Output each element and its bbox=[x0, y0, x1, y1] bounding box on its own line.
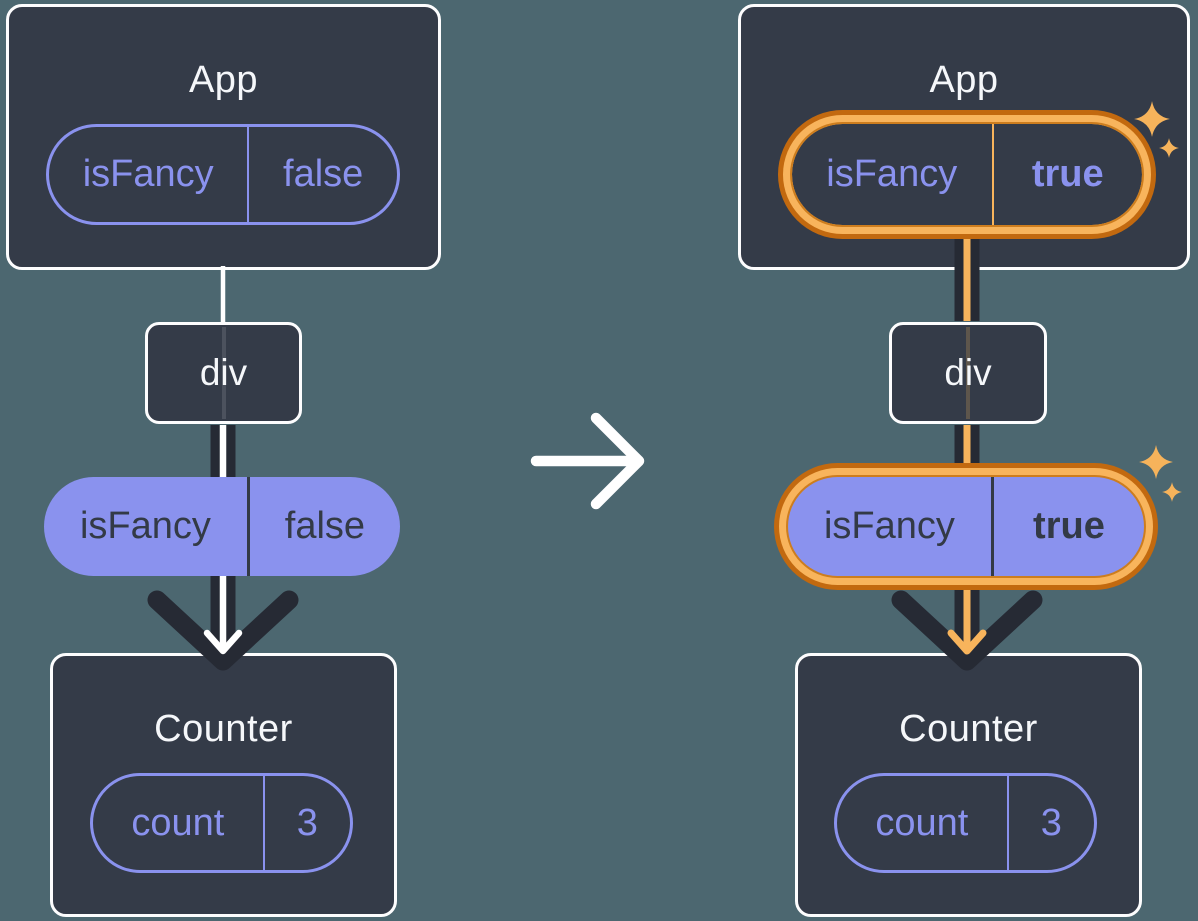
pill-key-cell: count bbox=[131, 801, 225, 844]
before-prop-flow-arrowhead bbox=[203, 629, 243, 655]
sparkle-icon bbox=[1139, 445, 1182, 502]
pill-value-cell: false bbox=[247, 127, 397, 222]
component-title: App bbox=[929, 59, 999, 101]
component-title: Counter bbox=[899, 708, 1038, 750]
before-counter-state-pill: count 3 bbox=[90, 773, 353, 873]
pill-value-cell: true bbox=[991, 124, 1143, 225]
before-div-card: div bbox=[145, 322, 302, 424]
after-counter-state-pill: count 3 bbox=[834, 773, 1097, 873]
pill-value-cell: 3 bbox=[1006, 776, 1094, 870]
after-app-state-pill: isFancy true bbox=[792, 124, 1142, 225]
after-prop-flow-arrow bbox=[891, 590, 1043, 671]
div-tag-label: div bbox=[199, 352, 248, 393]
after-app-card: App bbox=[738, 4, 1190, 270]
div-tag-label: div bbox=[944, 352, 992, 393]
pill-value-cell: 3 bbox=[262, 776, 350, 870]
pill-key-cell: isFancy bbox=[823, 505, 955, 547]
after-prop-flow-arrowhead bbox=[947, 629, 987, 655]
component-title: Counter bbox=[154, 708, 293, 750]
transition-arrow-icon bbox=[530, 412, 645, 510]
edge-behind-div bbox=[221, 327, 226, 419]
before-passed-prop-pill: isFancy false bbox=[44, 477, 400, 576]
component-title: App bbox=[188, 59, 259, 101]
pill-key-cell: isFancy bbox=[82, 153, 214, 195]
pill-value-cell: true bbox=[990, 477, 1144, 576]
pill-key-cell: count bbox=[875, 801, 969, 844]
pill-value-cell: false bbox=[246, 477, 400, 576]
before-prop-flow-arrow bbox=[147, 590, 299, 671]
pill-key-cell: isFancy bbox=[79, 505, 211, 547]
after-div-card: div bbox=[889, 322, 1047, 424]
after-passed-prop-pill: isFancy true bbox=[788, 477, 1144, 576]
pill-key-cell: isFancy bbox=[826, 153, 958, 195]
edge-behind-div bbox=[966, 327, 970, 419]
before-app-state-pill: isFancy false bbox=[46, 124, 400, 225]
